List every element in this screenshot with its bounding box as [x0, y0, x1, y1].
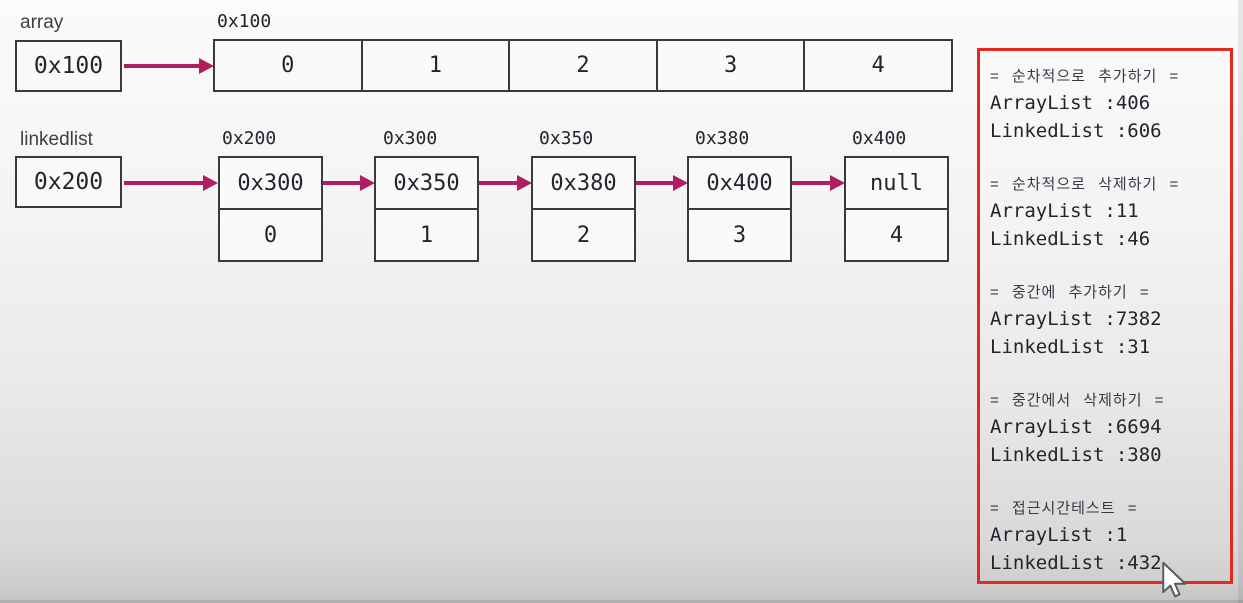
- array-cells-row: 0 1 2 3 4: [213, 39, 953, 92]
- result-line: LinkedList :380: [990, 444, 1162, 466]
- node-address-label: 0x200: [222, 128, 277, 149]
- node-next-pointer: 0x300: [220, 158, 321, 210]
- arrow-shaft: [479, 181, 517, 185]
- array-pointer-label: array: [20, 12, 64, 33]
- array-pointer-arrow: [124, 58, 214, 74]
- node-next-pointer: null: [846, 158, 947, 210]
- node-next-pointer: 0x350: [376, 158, 477, 210]
- result-group: = 순차적으로 추가하기 = ArrayList :406 LinkedList…: [990, 65, 1224, 145]
- linkedlist-node: 0x350 1: [374, 156, 479, 262]
- result-line: ArrayList :7382: [990, 308, 1162, 330]
- arrow-shaft: [323, 181, 360, 185]
- result-group-title: = 중간에서 삭제하기 =: [990, 392, 1165, 409]
- linkedlist-pointer-box: 0x200: [15, 156, 122, 208]
- arrow-shaft: [124, 64, 199, 68]
- node-value: 1: [419, 222, 434, 248]
- node-link-arrow: [323, 175, 375, 191]
- linkedlist-pointer-value: 0x200: [33, 169, 104, 195]
- node-link-arrow: [792, 175, 845, 191]
- linkedlist-node: 0x400 3: [687, 156, 792, 262]
- node-link-arrow: [636, 175, 688, 191]
- array-pointer-box: 0x100: [15, 40, 122, 92]
- screen-edge-shade: [1238, 0, 1243, 603]
- arrow-head-icon: [830, 175, 845, 191]
- linkedlist-node: null 4: [844, 156, 949, 262]
- array-pointer-value: 0x100: [33, 53, 104, 79]
- result-group-title: = 접근시간테스트 =: [990, 500, 1138, 517]
- node-link-arrow: [479, 175, 532, 191]
- result-group-title: = 순차적으로 추가하기 =: [990, 68, 1180, 85]
- linkedlist-pointer-arrow: [124, 175, 218, 191]
- linkedlist-node: 0x300 0: [218, 156, 323, 262]
- node-address-label: 0x380: [695, 128, 750, 149]
- arrow-head-icon: [199, 58, 214, 74]
- arrow-shaft: [792, 181, 830, 185]
- node-value: 3: [732, 222, 747, 248]
- result-line: ArrayList :11: [990, 200, 1139, 222]
- arrow-head-icon: [360, 175, 375, 191]
- linkedlist-node: 0x380 2: [531, 156, 636, 262]
- array-cell: 1: [363, 41, 511, 90]
- mouse-cursor-icon: [1162, 561, 1187, 598]
- result-group: = 순차적으로 삭제하기 = ArrayList :11 LinkedList …: [990, 173, 1224, 253]
- node-value: 0: [263, 222, 278, 248]
- result-line: ArrayList :6694: [990, 416, 1162, 438]
- array-cell: 0: [215, 41, 363, 90]
- result-group: = 접근시간테스트 = ArrayList :1 LinkedList :432: [990, 497, 1224, 577]
- node-next-pointer: 0x380: [533, 158, 634, 210]
- result-line: ArrayList :406: [990, 92, 1151, 114]
- linkedlist-pointer-label: linkedlist: [20, 129, 93, 150]
- arrow-head-icon: [517, 175, 532, 191]
- arrow-head-icon: [203, 175, 218, 191]
- node-value: 4: [889, 222, 904, 248]
- node-address-label: 0x300: [383, 128, 438, 149]
- result-group-title: = 중간에 추가하기 =: [990, 284, 1150, 301]
- node-value: 2: [576, 222, 591, 248]
- result-line: LinkedList :46: [990, 228, 1151, 250]
- result-line: LinkedList :432: [990, 552, 1162, 574]
- array-base-address-label: 0x100: [217, 11, 272, 32]
- arrow-shaft: [124, 181, 203, 185]
- result-group: = 중간에 추가하기 = ArrayList :7382 LinkedList …: [990, 281, 1224, 361]
- array-cell: 4: [871, 53, 885, 78]
- result-line: ArrayList :1: [990, 524, 1128, 546]
- result-group-title: = 순차적으로 삭제하기 =: [990, 176, 1180, 193]
- benchmark-results-panel: = 순차적으로 추가하기 = ArrayList :406 LinkedList…: [977, 48, 1233, 584]
- node-address-label: 0x400: [852, 128, 907, 149]
- node-next-pointer: 0x400: [689, 158, 790, 210]
- result-group: = 중간에서 삭제하기 = ArrayList :6694 LinkedList…: [990, 389, 1224, 469]
- array-cell: 3: [658, 41, 806, 90]
- result-line: LinkedList :31: [990, 336, 1151, 358]
- node-address-label: 0x350: [539, 128, 594, 149]
- screen-edge-shade: [0, 600, 1243, 603]
- arrow-shaft: [636, 181, 673, 185]
- result-line: LinkedList :606: [990, 120, 1162, 142]
- array-cell: 2: [510, 41, 658, 90]
- arrow-head-icon: [673, 175, 688, 191]
